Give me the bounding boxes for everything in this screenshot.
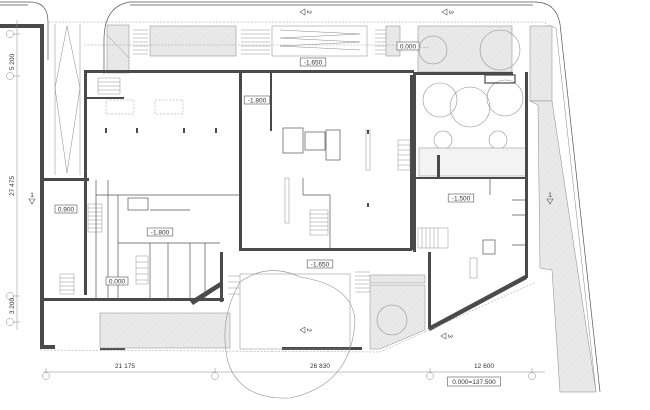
interior-rooms bbox=[95, 99, 525, 300]
exterior-walls bbox=[0, 24, 528, 350]
bottom-landscape bbox=[39, 100, 597, 399]
section-marker: 1 bbox=[28, 192, 36, 205]
section-markers: 2 3 1 1 2 3 bbox=[28, 8, 554, 340]
level-tag-text: -1.800 bbox=[151, 229, 170, 236]
svg-text:1: 1 bbox=[548, 192, 552, 199]
dimension-vertical: 27 475 bbox=[9, 176, 16, 196]
datum-note-text: 0.000=137.500 bbox=[452, 379, 496, 386]
svg-text:2: 2 bbox=[305, 328, 312, 332]
section-marker: 3 bbox=[441, 8, 454, 16]
level-tag: -1.800 bbox=[146, 227, 174, 236]
section-triangle-icon bbox=[299, 8, 306, 16]
section-marker: 2 bbox=[299, 326, 312, 334]
dimension-horizontal: 12 600 bbox=[474, 363, 494, 370]
level-tag: 0.900 bbox=[54, 204, 78, 213]
level-tags: -1.650 -1.800 0.000 0.900 -1.800 -1.500 -1.650… bbox=[54, 41, 475, 286]
level-tag-text: 0.000 bbox=[109, 278, 126, 285]
stairs bbox=[59, 77, 449, 295]
level-tag: -1.800 bbox=[243, 95, 271, 104]
section-triangle-icon bbox=[299, 326, 306, 334]
svg-text:3: 3 bbox=[446, 334, 453, 338]
dimension-horizontal: 26 830 bbox=[310, 363, 330, 370]
section-triangle-icon bbox=[28, 198, 36, 205]
svg-text:3: 3 bbox=[447, 10, 454, 14]
level-tag-text: -1.800 bbox=[248, 97, 267, 104]
level-tag-text: -1.650 bbox=[311, 261, 330, 268]
dimension-vertical: 5 200 bbox=[9, 53, 16, 70]
dimension-lines bbox=[6, 20, 545, 380]
section-triangle-icon bbox=[441, 8, 448, 16]
level-tag-text: -1.500 bbox=[452, 195, 471, 202]
left-ramp bbox=[54, 24, 81, 175]
svg-text:1: 1 bbox=[30, 192, 34, 199]
section-triangle-icon bbox=[546, 198, 554, 205]
level-tag-text: -1.650 bbox=[304, 59, 323, 66]
level-tag: 0.000 bbox=[105, 276, 129, 286]
dimension-texts: 21 175 26 830 12 600 5 200 27 475 3 200 bbox=[9, 53, 494, 370]
section-marker: 3 bbox=[440, 332, 453, 340]
dimension-horizontal: 21 175 bbox=[115, 363, 135, 370]
level-tag: -1.650 bbox=[306, 259, 334, 269]
top-planters bbox=[84, 24, 553, 102]
section-triangle-icon bbox=[440, 332, 447, 340]
level-tag-text: 0.000 bbox=[400, 43, 417, 50]
dimension-vertical: 3 200 bbox=[9, 297, 16, 314]
section-marker: 1 bbox=[546, 192, 554, 205]
level-tag-text: 0.900 bbox=[58, 206, 75, 213]
level-tag: -1.500 bbox=[447, 193, 475, 202]
level-tag: -1.650 bbox=[299, 57, 327, 66]
datum-note: 0.000=137.500 bbox=[447, 376, 501, 387]
section-marker: 2 bbox=[299, 8, 312, 16]
svg-text:2: 2 bbox=[305, 10, 312, 14]
level-tag: 0.000 bbox=[396, 41, 420, 51]
